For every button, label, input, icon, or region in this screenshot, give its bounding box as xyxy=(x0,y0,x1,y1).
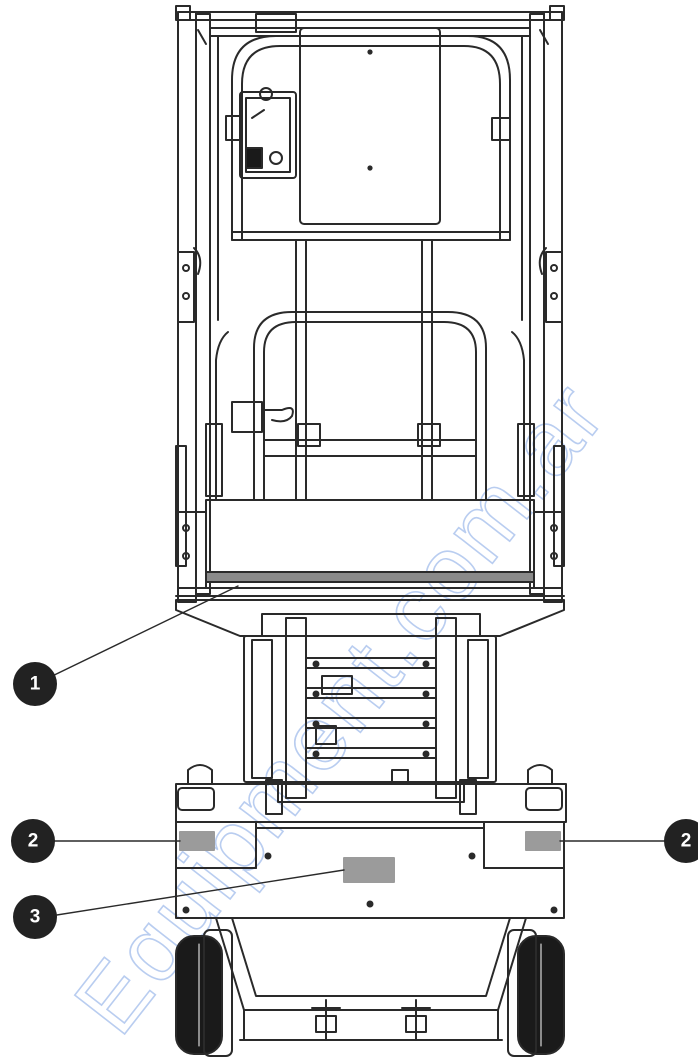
callout-1-number: 1 xyxy=(30,674,41,695)
gate-hook xyxy=(231,401,294,433)
callout-2-left: 2 xyxy=(11,819,55,863)
decal-left xyxy=(179,831,215,851)
rail-hinge-right xyxy=(545,251,563,323)
decal-center xyxy=(343,857,395,883)
callout-1: 1 xyxy=(13,662,57,706)
callout-2-right-number: 2 xyxy=(681,831,692,852)
leader-lines xyxy=(43,585,685,918)
callout-3-number: 3 xyxy=(30,907,41,928)
platform-control-box xyxy=(225,87,297,179)
scissor-stack xyxy=(243,613,497,815)
mid-rail xyxy=(215,239,525,501)
chassis xyxy=(175,764,567,1041)
callout-2-left-number: 2 xyxy=(28,831,39,852)
entry-gate xyxy=(231,13,511,241)
decal-right xyxy=(525,831,561,851)
platform-deck xyxy=(175,499,565,597)
platform-underside xyxy=(175,599,565,637)
callout-2-right: 2 xyxy=(664,819,698,863)
rail-hinge-left xyxy=(177,251,195,323)
wheel-right xyxy=(507,929,565,1057)
gate-latch-right xyxy=(491,117,511,141)
wheel-left xyxy=(175,929,233,1057)
callout-3: 3 xyxy=(13,895,57,939)
